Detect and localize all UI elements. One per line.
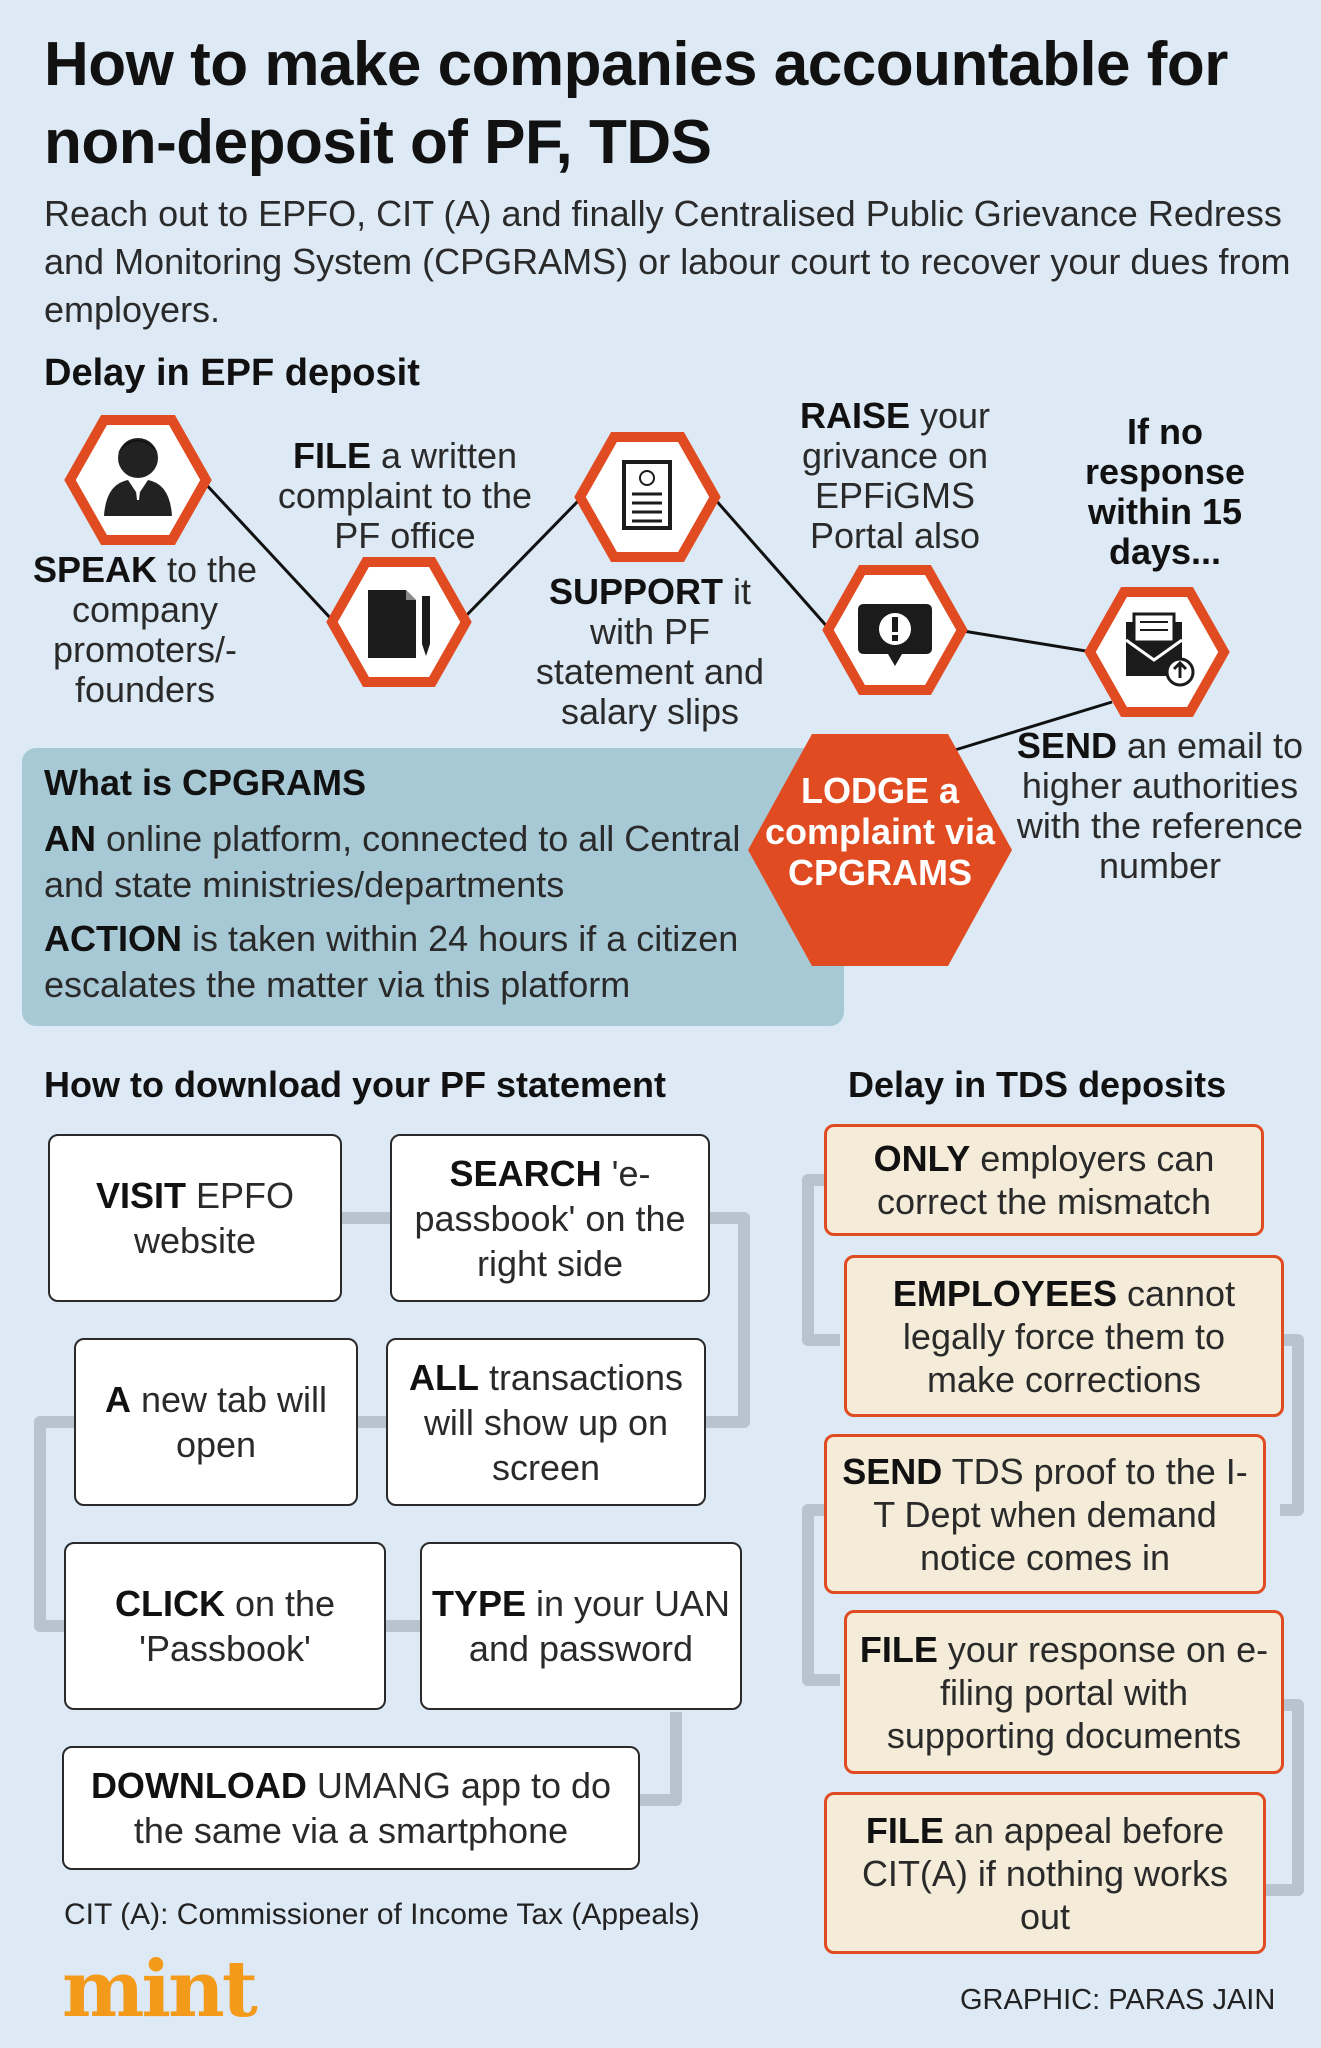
certificate-icon	[574, 432, 721, 562]
pf-step-new-tab: A new tab will open	[74, 1338, 358, 1506]
tds-step-file-response: FILE your response on e-filing portal wi…	[844, 1610, 1284, 1774]
lodge-hexagon	[748, 734, 1012, 966]
pf-flow-connectors	[34, 1212, 750, 1806]
pf-step-download: DOWNLOAD UMANG app to do the same via a …	[62, 1746, 640, 1870]
pf-step-type: TYPE in your UAN and password	[420, 1542, 742, 1710]
epf-step-raise: RAISE your grivance on EPFiGMS Portal al…	[799, 395, 991, 556]
pf-step-search: SEARCH 'e-passbook' on the right side	[390, 1134, 710, 1302]
flow-connectors	[200, 478, 1113, 752]
alert-chat-icon	[822, 565, 968, 695]
epf-step-speak: SPEAK to the company promoters/- founder…	[32, 549, 258, 710]
cpgrams-line-action: ACTION is taken within 24 hours if a cit…	[44, 918, 739, 1005]
pf-statement-heading: How to download your PF statement	[44, 1064, 667, 1105]
tds-step-employees: EMPLOYEES cannot legally force them to m…	[844, 1255, 1284, 1417]
cpgrams-info-box	[22, 748, 844, 1026]
epf-step-support: SUPPORT it with PF statement and salary …	[535, 571, 765, 732]
footnote: CIT (A): Commissioner of Income Tax (App…	[64, 1898, 700, 1931]
person-icon	[64, 415, 212, 545]
pf-step-visit: VISIT EPFO website	[48, 1134, 342, 1302]
graphic-credit: GRAPHIC: PARAS JAIN	[960, 1984, 1276, 2016]
tds-flow-connectors	[802, 1174, 1304, 1896]
page-subtitle: Reach out to EPFO, CIT (A) and finally C…	[44, 193, 1291, 330]
cpgrams-title: What is CPGRAMS	[44, 762, 367, 803]
epf-step-no-response: If no response within 15 days...	[1084, 411, 1246, 572]
cpgrams-line-online: AN online platform, connected to all Cen…	[44, 818, 741, 905]
email-icon	[1084, 587, 1230, 717]
epf-heading: Delay in EPF deposit	[44, 352, 420, 394]
tds-step-send: SEND TDS proof to the I-T Dept when dema…	[824, 1434, 1266, 1594]
mint-logo: mint	[62, 1944, 258, 2035]
tds-step-file-appeal: FILE an appeal before CIT(A) if nothing …	[824, 1792, 1266, 1954]
epf-flow-diagram	[64, 415, 1230, 752]
page-title: How to make companies accountable for no…	[44, 30, 1228, 177]
epf-step-file: FILE a written complaint to the PF offic…	[277, 435, 533, 556]
epf-step-send: SEND an email to higher authorities with…	[1016, 725, 1304, 886]
tds-heading: Delay in TDS deposits	[848, 1064, 1227, 1105]
pf-step-all-transactions: ALL transactions will show up on screen	[386, 1338, 706, 1506]
document-pen-icon	[326, 557, 472, 687]
pf-step-click: CLICK on the 'Passbook'	[64, 1542, 386, 1710]
tds-step-only: ONLY employers can correct the mismatch	[824, 1124, 1264, 1236]
lodge-complaint-label: LODGE a complaint via CPGRAMS	[764, 770, 996, 893]
